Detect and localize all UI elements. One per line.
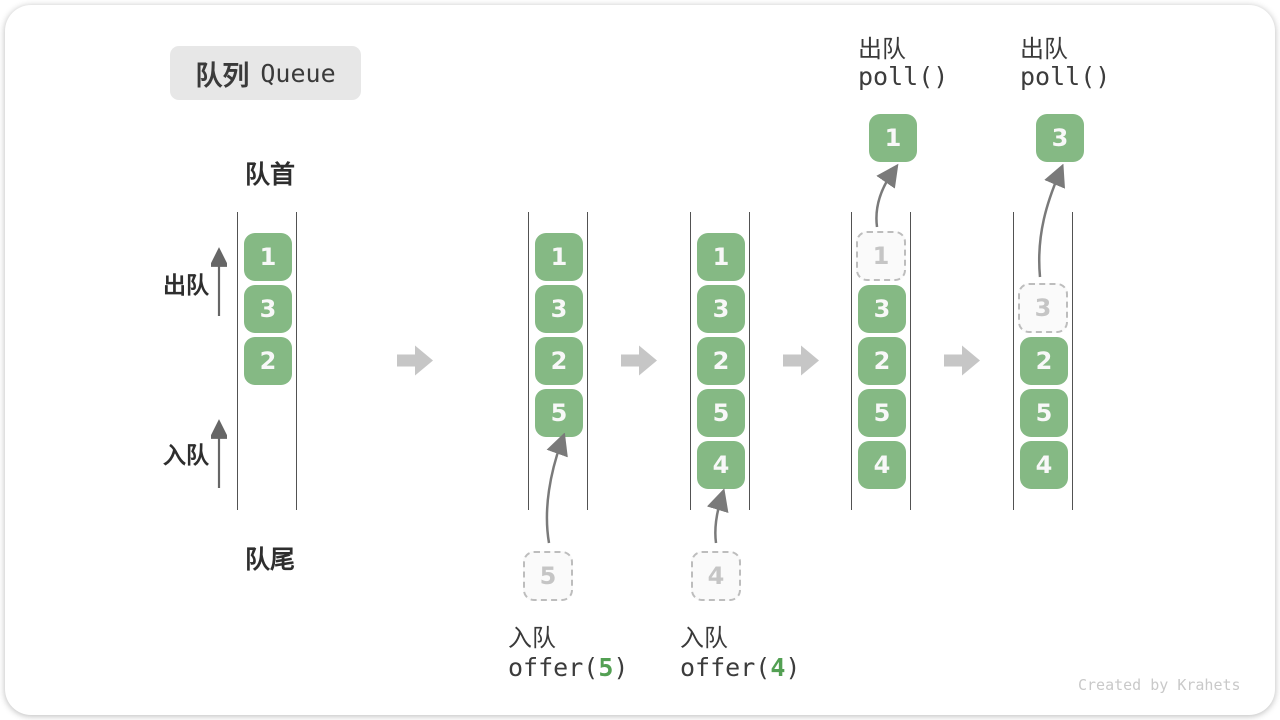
queue-element-ghost: 1 — [856, 231, 906, 281]
queue-element: 5 — [1020, 389, 1068, 437]
op-fn: offer( — [680, 653, 771, 682]
op-fn: offer( — [508, 653, 599, 682]
title-badge: 队列 Queue — [170, 46, 361, 100]
enqueue-direction-arrow-icon — [211, 419, 227, 488]
queue-channel-2 — [528, 212, 588, 510]
label-queue-rear: 队尾 — [245, 545, 296, 574]
label-enqueue-side: 入队 — [163, 443, 209, 469]
title-en: Queue — [260, 58, 336, 88]
queue-element: 1 — [697, 233, 745, 281]
dequeue-op-code: poll() — [858, 62, 949, 91]
dequeue-op-label: 出队 — [1020, 35, 1068, 63]
op-arg: 5 — [598, 653, 614, 682]
step-arrow-icon — [944, 345, 980, 376]
dequeue-op-code: poll() — [1020, 62, 1111, 91]
watermark: Created by Krahets — [1078, 676, 1241, 694]
op-close: ) — [613, 653, 629, 682]
queue-element: 3 — [535, 285, 583, 333]
queue-channel-1 — [237, 212, 297, 510]
queue-element: 5 — [535, 389, 583, 437]
enqueue-op-label: 入队 — [508, 624, 556, 652]
queue-element: 2 — [535, 337, 583, 385]
queue-channel-3 — [690, 212, 750, 510]
label-dequeue-side: 出队 — [163, 273, 209, 299]
queue-channel-4 — [851, 212, 911, 510]
popped-element: 3 — [1036, 114, 1084, 162]
queue-element: 5 — [697, 389, 745, 437]
queue-element: 2 — [1020, 337, 1068, 385]
queue-element: 4 — [697, 441, 745, 489]
queue-channel-5 — [1013, 212, 1073, 510]
queue-element: 2 — [244, 337, 292, 385]
op-arg: 4 — [770, 653, 786, 682]
queue-element: 2 — [858, 337, 906, 385]
queue-element: 3 — [697, 285, 745, 333]
queue-element: 4 — [858, 441, 906, 489]
dequeue-arrow-icon — [1038, 164, 1065, 278]
dequeue-arrow-icon — [875, 163, 899, 228]
enqueue-op-code: offer(4) — [680, 653, 800, 682]
enqueue-op-code: offer(5) — [508, 653, 628, 682]
dequeue-op-label: 出队 — [858, 35, 906, 63]
label-queue-front: 队首 — [245, 160, 296, 189]
step-arrow-icon — [397, 345, 433, 376]
enqueue-arrow-icon — [706, 488, 729, 544]
queue-element: 3 — [858, 285, 906, 333]
step-arrow-icon — [783, 345, 819, 376]
enqueue-op-label: 入队 — [680, 624, 728, 652]
queue-element: 3 — [244, 285, 292, 333]
title-zh: 队列 — [195, 60, 250, 92]
queue-element: 2 — [697, 337, 745, 385]
step-arrow-icon — [621, 345, 657, 376]
op-close: ) — [785, 653, 801, 682]
staging-element: 5 — [523, 551, 573, 601]
dequeue-direction-arrow-icon — [211, 247, 227, 316]
staging-element: 4 — [691, 551, 741, 601]
queue-element: 4 — [1020, 441, 1068, 489]
queue-element: 1 — [535, 233, 583, 281]
enqueue-arrow-icon — [545, 433, 568, 544]
queue-element: 5 — [858, 389, 906, 437]
popped-element: 1 — [869, 114, 917, 162]
queue-element-ghost: 3 — [1018, 283, 1068, 333]
queue-element: 1 — [244, 233, 292, 281]
